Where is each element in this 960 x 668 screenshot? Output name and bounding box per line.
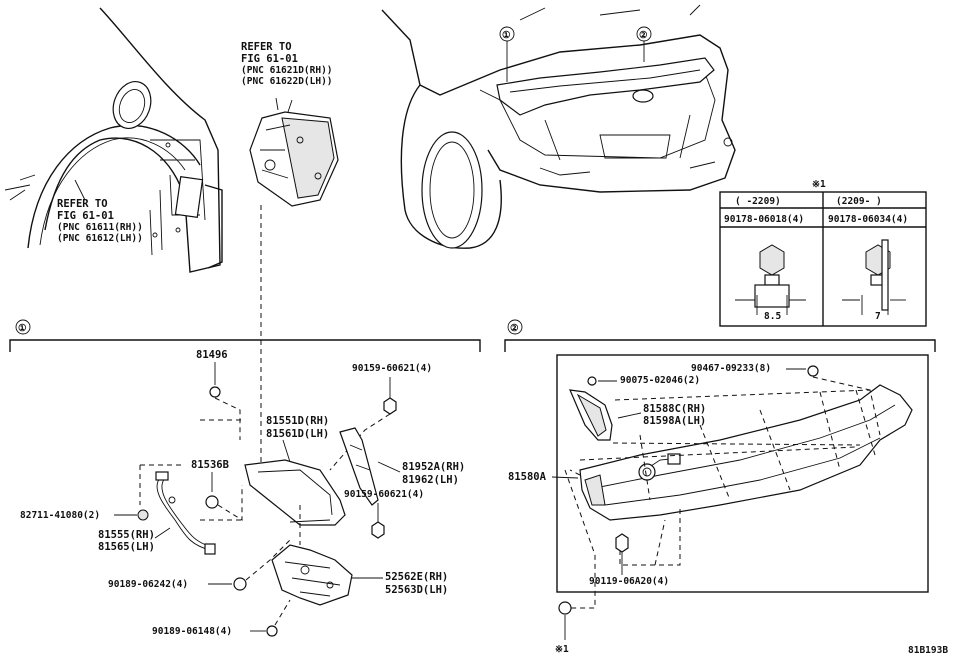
nut-icon (233, 577, 247, 591)
rear-vehicle-illustration (381, 4, 736, 249)
svg-text:81496: 81496 (196, 349, 228, 361)
spoiler-group-box (556, 354, 929, 593)
quarter-panel-illustration (4, 7, 223, 273)
col2-dim: 7 (875, 311, 881, 322)
col1-part: 90178-06018(4) (724, 214, 804, 225)
group-1-parts: 81496 90159-60621(4) 81551D(RH) 81561D(L… (20, 349, 465, 637)
connector-icon (155, 471, 169, 481)
callout-1-top: ① (499, 26, 515, 82)
col2-part: 90178-06034(4) (828, 214, 908, 225)
refer-line4: (PNC 61612(LH)) (57, 233, 143, 244)
svg-text:※1: ※1 (555, 644, 569, 655)
nut-icon (615, 533, 629, 553)
svg-text:81561D(LH): 81561D(LH) (266, 428, 329, 440)
svg-text:81536B: 81536B (191, 459, 229, 471)
refer-line2: FIG 61-01 (57, 210, 114, 222)
svg-text:81598A(LH): 81598A(LH) (643, 415, 706, 427)
col1-dim: 8.5 (764, 311, 781, 322)
tail-lamp-refer-note: REFER TO FIG 61-01 (PNC 61621D(RH)) (PNC… (241, 41, 333, 87)
svg-text:90159-60621(4): 90159-60621(4) (344, 489, 424, 500)
connector-icon (667, 453, 681, 465)
group-2-bracket: ② (504, 319, 936, 352)
group-1-bracket: ① (9, 319, 481, 352)
lamp-socket-icon (638, 463, 656, 481)
bolt-icon (383, 397, 397, 415)
diagram-id: 81B193B (908, 645, 948, 656)
svg-text:81555(RH): 81555(RH) (98, 529, 155, 541)
svg-text:90467-09233(8): 90467-09233(8) (691, 363, 771, 374)
connector-icon (204, 543, 216, 555)
nut-8-5-icon (735, 244, 806, 315)
svg-text:81952A(RH): 81952A(RH) (402, 461, 465, 473)
screw-icon (587, 376, 597, 386)
nut-icon (266, 625, 278, 637)
refer-line1: REFER TO (241, 41, 292, 53)
svg-text:90119-06A20(4): 90119-06A20(4) (589, 576, 669, 587)
tail-lamp-illustration (249, 97, 339, 207)
svg-text:81588C(RH): 81588C(RH) (643, 403, 706, 415)
svg-text:52563D(LH): 52563D(LH) (385, 584, 448, 596)
refer-line2: FIG 61-01 (241, 53, 298, 65)
svg-text:①: ① (18, 323, 27, 334)
nut-7-icon (842, 239, 906, 315)
refer-line1: REFER TO (57, 198, 108, 210)
screw-icon (209, 386, 221, 398)
svg-text:90189-06242(4): 90189-06242(4) (108, 579, 188, 590)
nut-spec-table: ※1 ( -2209) (2209- ) 90178-06018(4) 9017… (719, 179, 927, 327)
col1-header: ( -2209) (735, 196, 781, 207)
tail-lamp-lens (244, 459, 346, 526)
refer-line4: (PNC 61622D(LH)) (241, 76, 333, 87)
svg-text:90075-02046(2): 90075-02046(2) (620, 375, 700, 386)
svg-text:①: ① (502, 30, 511, 41)
refer-line3: (PNC 61611(RH)) (57, 222, 143, 233)
grommet-icon (205, 495, 219, 509)
svg-text:81565(LH): 81565(LH) (98, 541, 155, 553)
nut-icon (558, 601, 572, 615)
svg-text:81580A: 81580A (508, 471, 547, 483)
bolt-icon (371, 521, 385, 539)
clip-icon (137, 509, 149, 521)
svg-text:90189-06148(4): 90189-06148(4) (152, 626, 232, 637)
svg-text:81551D(RH): 81551D(RH) (266, 415, 329, 427)
svg-text:82711-41080(2): 82711-41080(2) (20, 510, 100, 521)
svg-text:52562E(RH): 52562E(RH) (385, 571, 448, 583)
svg-text:②: ② (510, 323, 519, 334)
svg-text:81962(LH): 81962(LH) (402, 474, 459, 486)
lamp-gasket (271, 544, 353, 606)
col2-header: (2209- ) (836, 196, 882, 207)
refer-line3: (PNC 61621D(RH)) (241, 65, 333, 76)
clip-icon (807, 365, 819, 377)
group-2-parts: 90467-09233(8) 90075-02046(2) 81588C(RH)… (508, 354, 929, 655)
svg-text:90159-60621(4): 90159-60621(4) (352, 363, 432, 374)
quarter-panel-refer-note: REFER TO FIG 61-01 (PNC 61611(RH)) (PNC … (57, 179, 143, 244)
callout-2-top: ② (636, 26, 652, 62)
svg-text:②: ② (639, 30, 648, 41)
table-mark: ※1 (812, 179, 826, 190)
